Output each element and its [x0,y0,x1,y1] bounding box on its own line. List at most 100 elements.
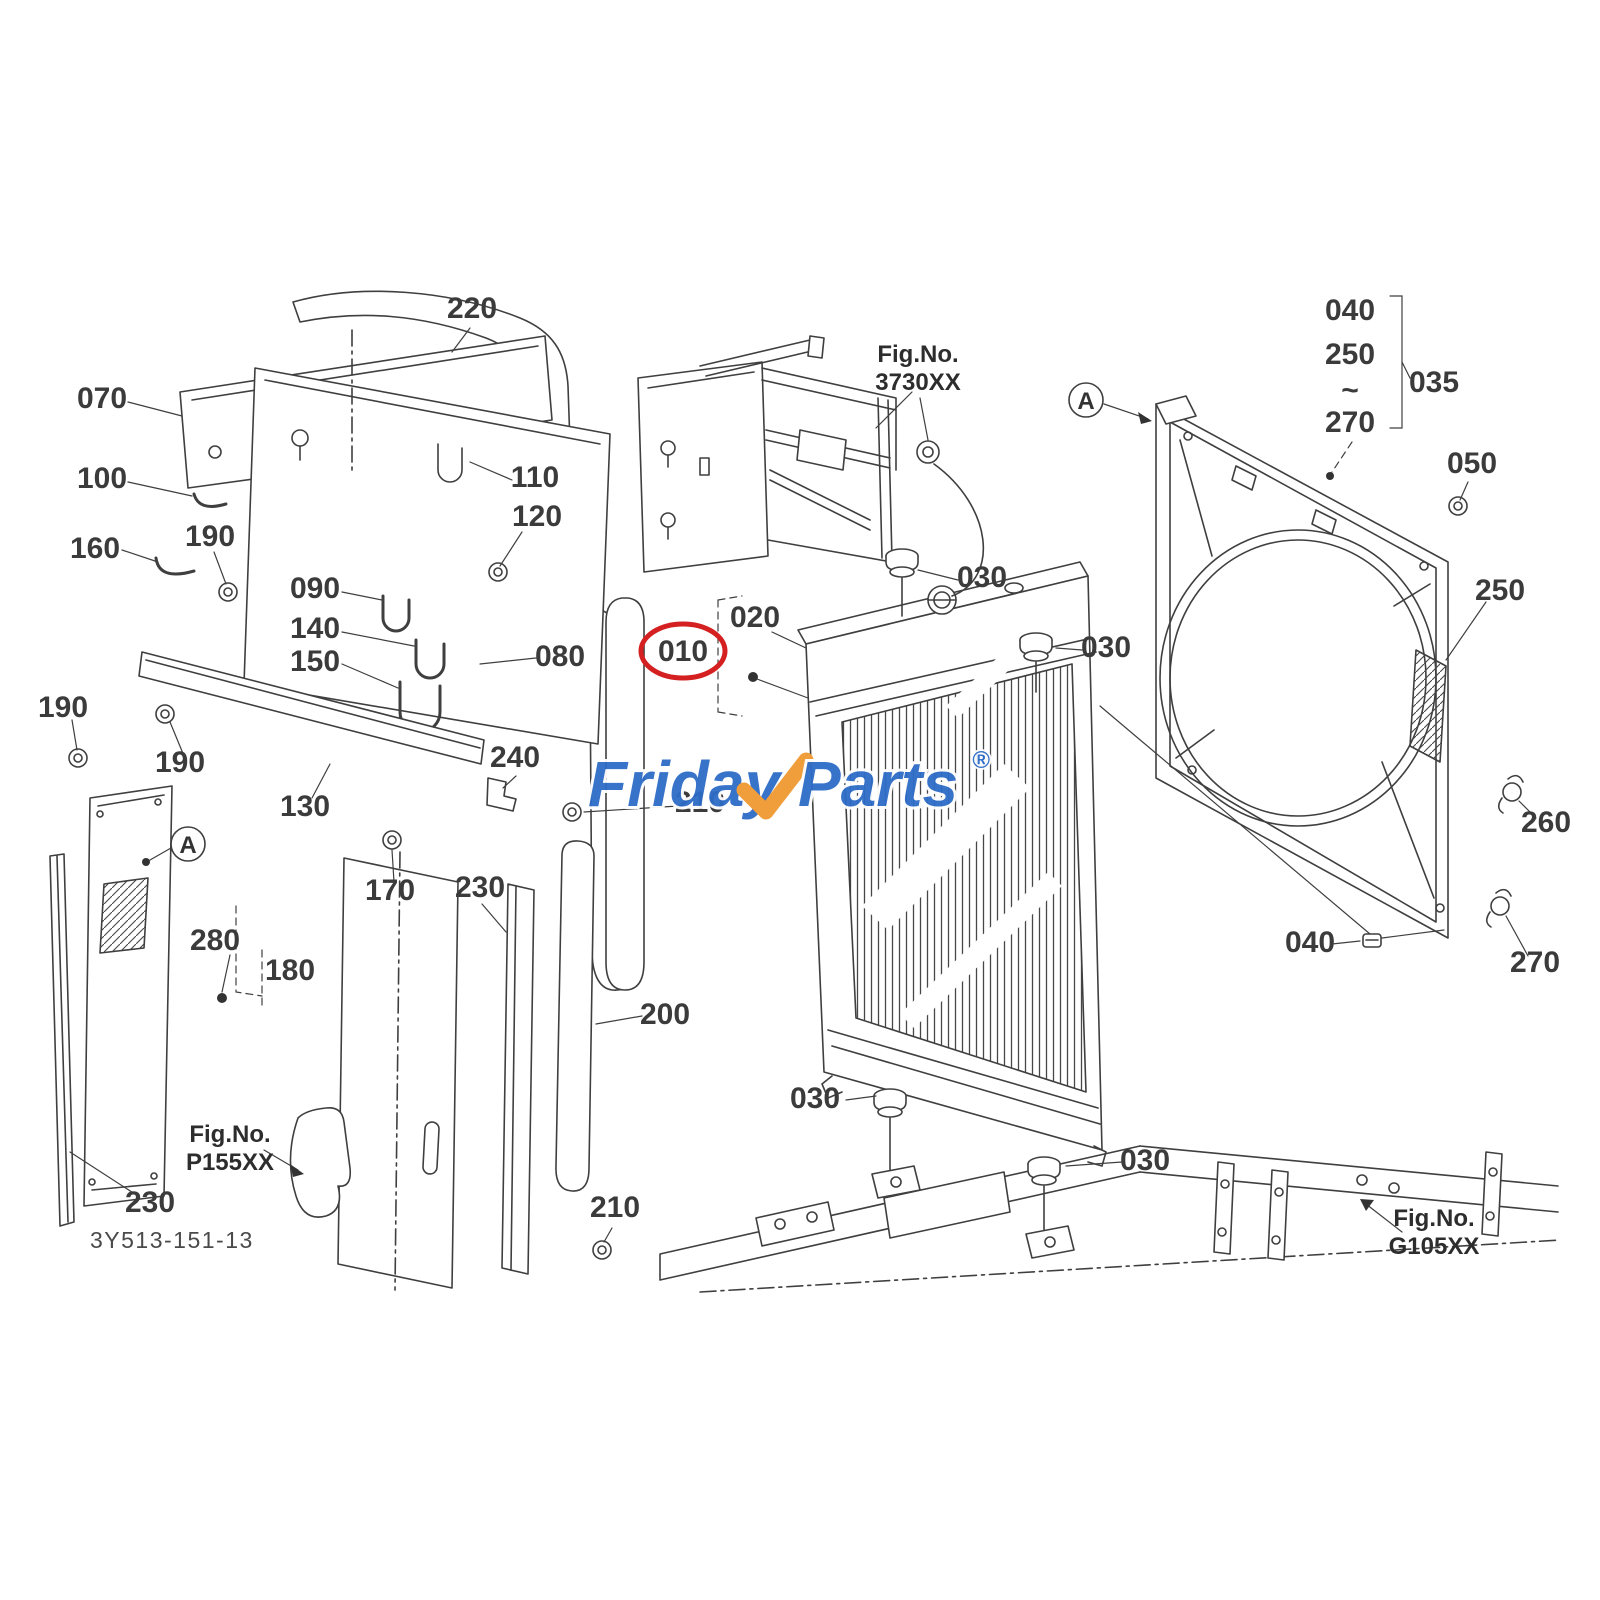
callout-090: 090 [290,572,340,605]
callout-030: 030 [957,561,1007,594]
callout-240: 240 [490,741,540,774]
rubber-mount-030 [873,1088,907,1118]
hook-clip-160 [154,556,196,576]
callout-040: 040 [1285,926,1335,959]
clamp-260 [1497,774,1524,814]
fig-ref-p155xx: Fig.No. P155XX [186,1121,274,1176]
fig-ref-number: P155XX [186,1149,274,1176]
fig-ref-label: Fig.No. [877,341,958,368]
hook-clip-100 [192,492,228,508]
fig-ref-number: 3730XX [875,369,960,396]
bottom-bracket [821,1075,843,1099]
rubber-mount-030 [1027,1156,1061,1186]
callout-080: 080 [535,640,585,673]
fan-shroud-035 [1155,395,1524,948]
bracket-240 [382,777,612,1260]
rubber-mount-030 [1019,632,1053,662]
callout-100: 100 [77,462,127,495]
callout-030: 030 [1081,631,1131,664]
callout-230: 230 [455,871,505,904]
hand-bracket [289,1106,352,1218]
clamp-270 [1485,888,1512,928]
core-glare [900,872,1062,1028]
callout-035: 035 [1409,366,1459,399]
callout-180: 180 [265,954,315,987]
callout-250: 250 [1325,338,1375,371]
callout-040: 040 [1325,294,1375,327]
callout-190: 190 [38,691,88,724]
callout-160: 160 [70,532,120,565]
callout-010-highlighted: 010 [658,635,708,668]
core-glare [946,642,1026,718]
bolt-170 [382,830,402,850]
fig-ref-label: Fig.No. [1393,1205,1474,1232]
watermark: Friday Parts ® [585,745,992,823]
hatch-patch-250 [1409,649,1447,763]
callout-270: 270 [1325,406,1375,439]
callout-labels: 220 070 100 110 120 160 190 090 140 150 … [38,292,1571,1224]
fig-ref-label: Fig.No. [189,1121,270,1148]
hook-090 [381,594,411,633]
callout-190: 190 [155,746,205,779]
callout-210: 210 [675,786,725,819]
callout-130: 130 [280,790,330,823]
callout-210: 210 [590,1191,640,1224]
strip-230-center [501,883,535,1275]
callout-050: 050 [1447,447,1497,480]
radiator-core [841,663,1087,1093]
callout-020: 020 [730,601,780,634]
fig-ref-number: G105XX [1389,1233,1480,1260]
grommet-ring [916,440,940,464]
strip-230-left [49,853,75,1227]
radiator-020 [797,463,1107,1167]
callout-270: 270 [1510,946,1560,979]
hook-140 [414,638,446,680]
fig-ref-g105xx: Fig.No. G105XX [1389,1205,1480,1260]
fig-ref-3730xx: Fig.No. 3730XX [875,341,960,396]
seal-200 [555,840,595,1192]
callout-tilde: ~ [1341,374,1359,407]
crossbar-130 [68,651,485,768]
seal-010 [605,597,645,991]
highlight-circle-010 [638,621,728,681]
bolt-190 [218,582,238,602]
watermark-check-icon [736,752,814,820]
callout-140: 140 [290,612,340,645]
callout-200: 200 [640,998,690,1031]
callout-170: 170 [365,874,415,907]
callout-150: 150 [290,645,340,678]
callout-280: 280 [190,924,240,957]
callout-220: 220 [447,292,497,325]
overflow-tube [933,463,985,597]
center-panel-p155 [289,851,459,1291]
callout-260: 260 [1521,806,1571,839]
watermark-word1: Friday [588,748,783,820]
bolt-190 [68,748,88,768]
callout-030: 030 [1120,1144,1170,1177]
side-panel-280 [83,785,173,1207]
view-marker-left: A [170,826,206,862]
watermark-registered-mark: ® [972,747,990,774]
rubber-mount-030 [885,548,919,578]
callout-250: 250 [1475,574,1525,607]
leader-lines [69,295,1537,1243]
callout-120: 120 [512,500,562,533]
main-panel-080 [218,329,611,745]
callout-070: 070 [77,382,127,415]
rubber-mounts-030 [873,548,1061,1231]
bolt-120 [488,562,508,582]
core-glare [862,764,1030,930]
callout-190: 190 [185,520,235,553]
drawing-number: 3Y513-151-13 [90,1227,254,1253]
watermark-word2: Parts [798,748,958,820]
callout-110: 110 [511,461,559,494]
bolt-210 [592,1240,612,1260]
slot-110 [437,443,463,483]
view-marker-letter: A [1077,388,1094,415]
view-marker-letter: A [179,832,196,859]
bolt-050 [1448,496,1468,516]
bolt-210 [562,802,582,822]
callout-030: 030 [790,1082,840,1115]
bolt-190 [155,704,175,724]
